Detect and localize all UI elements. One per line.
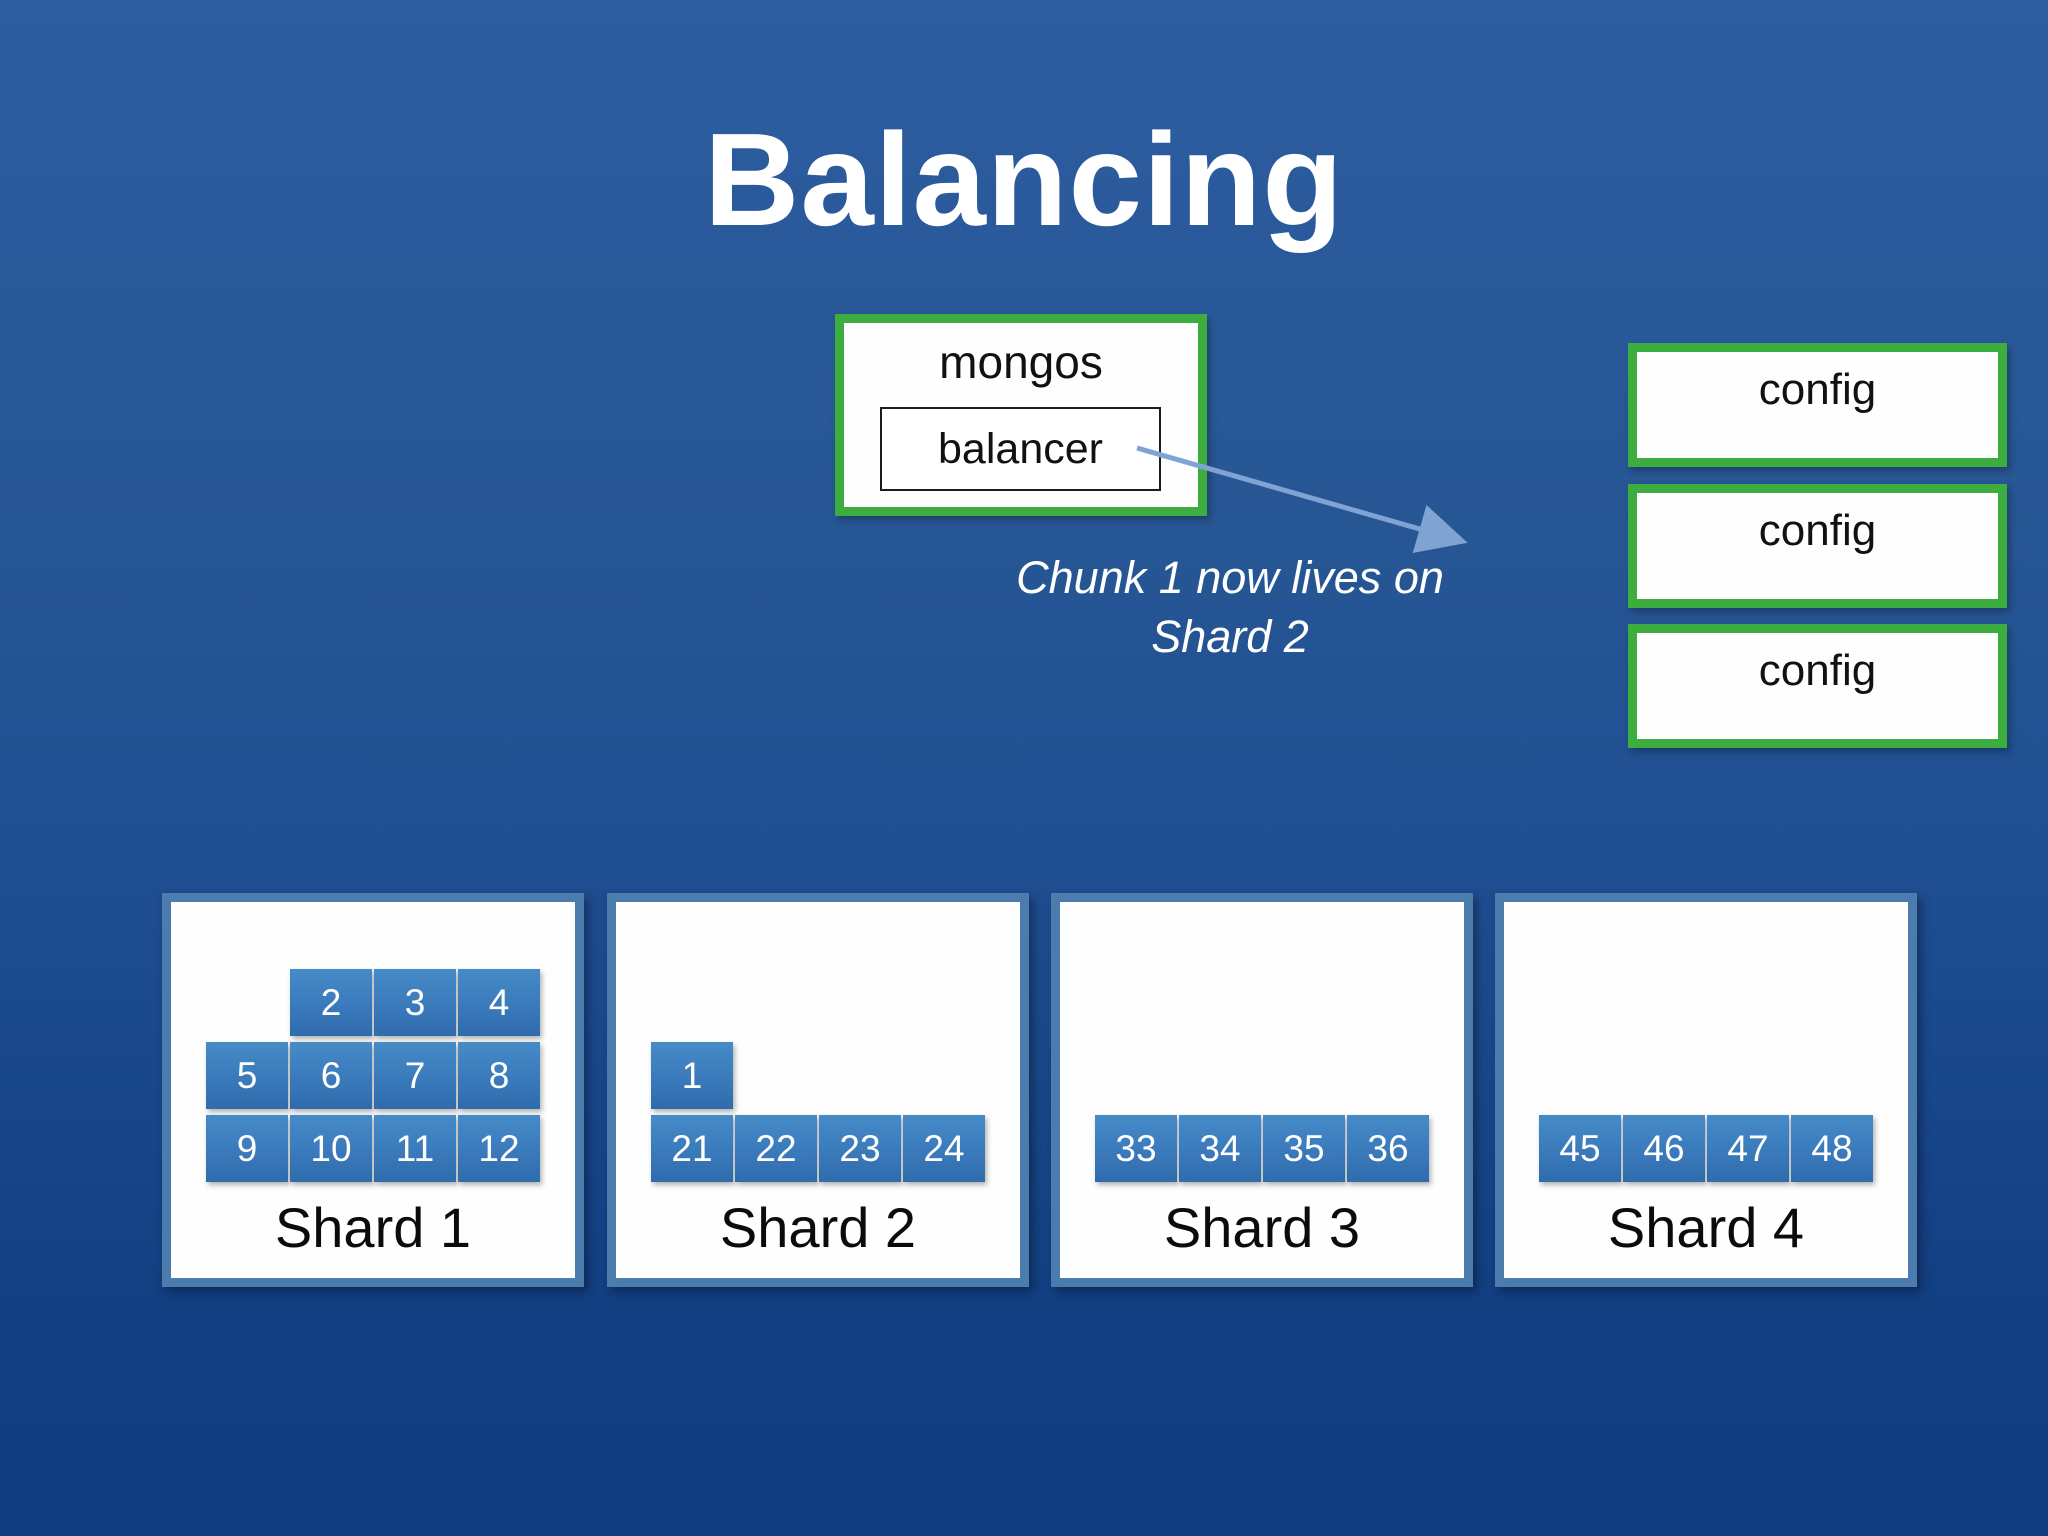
- balancer-to-config-arrow-icon: [1136, 445, 1468, 554]
- chunk-tile: 47: [1707, 1115, 1789, 1182]
- chunk-tile: 21: [651, 1115, 733, 1182]
- chunk-tile: 2: [290, 969, 372, 1036]
- chunk-row: 9 10 11 12: [206, 1115, 540, 1182]
- chunk-tile: 33: [1095, 1115, 1177, 1182]
- shard-3-chunks: 33 34 35 36: [1095, 1109, 1429, 1182]
- annotation-line-2: Shard 2: [1151, 610, 1309, 662]
- chunk-tile: 8: [458, 1042, 540, 1109]
- chunk-row: 45 46 47 48: [1539, 1115, 1873, 1182]
- chunk-tile: 4: [458, 969, 540, 1036]
- chunk-tile: 10: [290, 1115, 372, 1182]
- chunk-migration-annotation: Chunk 1 now lives on Shard 2: [945, 549, 1515, 666]
- chunk-tile: 7: [374, 1042, 456, 1109]
- chunk-tile: 22: [735, 1115, 817, 1182]
- chunk-tile: 5: [206, 1042, 288, 1109]
- config-label: config: [1758, 646, 1877, 695]
- config-label: config: [1758, 365, 1877, 414]
- config-box-3: config: [1628, 624, 2007, 748]
- chunk-tile: 36: [1347, 1115, 1429, 1182]
- chunk-row: 5 6 7 8: [206, 1042, 540, 1109]
- shard-2-box: 1 21 22 23 24 Shard 2: [607, 893, 1029, 1287]
- chunk-tile: 24: [903, 1115, 985, 1182]
- chunk-tile: 9: [206, 1115, 288, 1182]
- balancer-box: balancer: [880, 407, 1161, 491]
- shard-1-label: Shard 1: [274, 1196, 472, 1259]
- annotation-line-1: Chunk 1 now lives on: [1016, 552, 1444, 603]
- page-title: Balancing: [704, 106, 1344, 253]
- chunk-tile: 1: [651, 1042, 733, 1109]
- chunk-row: 2 3 4: [290, 969, 540, 1036]
- balancer-label: balancer: [938, 424, 1103, 473]
- shard-3-box: 33 34 35 36 Shard 3: [1051, 893, 1473, 1287]
- shard-4-box: 45 46 47 48 Shard 4: [1495, 893, 1917, 1287]
- chunk-row: 21 22 23 24: [651, 1115, 985, 1182]
- shard-2-chunks: 1 21 22 23 24: [651, 1036, 985, 1182]
- mongos-label: mongos: [939, 336, 1103, 388]
- shard-4-chunks: 45 46 47 48: [1539, 1109, 1873, 1182]
- chunk-tile: 46: [1623, 1115, 1705, 1182]
- chunk-tile: 34: [1179, 1115, 1261, 1182]
- config-box-2: config: [1628, 484, 2007, 608]
- chunk-tile: 12: [458, 1115, 540, 1182]
- mongos-box: mongos balancer: [835, 314, 1207, 516]
- chunk-tile: 6: [290, 1042, 372, 1109]
- config-box-1: config: [1628, 343, 2007, 467]
- chunk-tile: 35: [1263, 1115, 1345, 1182]
- config-label: config: [1758, 506, 1877, 555]
- chunk-row: 33 34 35 36: [1095, 1115, 1429, 1182]
- chunk-row: 1: [651, 1042, 985, 1109]
- shard-3-label: Shard 3: [1163, 1196, 1361, 1259]
- shard-4-label: Shard 4: [1607, 1196, 1805, 1259]
- chunk-tile: 23: [819, 1115, 901, 1182]
- shard-2-label: Shard 2: [719, 1196, 917, 1259]
- chunk-tile: 11: [374, 1115, 456, 1182]
- chunk-tile: 45: [1539, 1115, 1621, 1182]
- shard-1-chunks: 2 3 4 5 6 7 8 9 10 11 12: [206, 963, 540, 1182]
- shard-1-box: 2 3 4 5 6 7 8 9 10 11 12 Shard 1: [162, 893, 584, 1287]
- chunk-tile: 48: [1791, 1115, 1873, 1182]
- chunk-tile: 3: [374, 969, 456, 1036]
